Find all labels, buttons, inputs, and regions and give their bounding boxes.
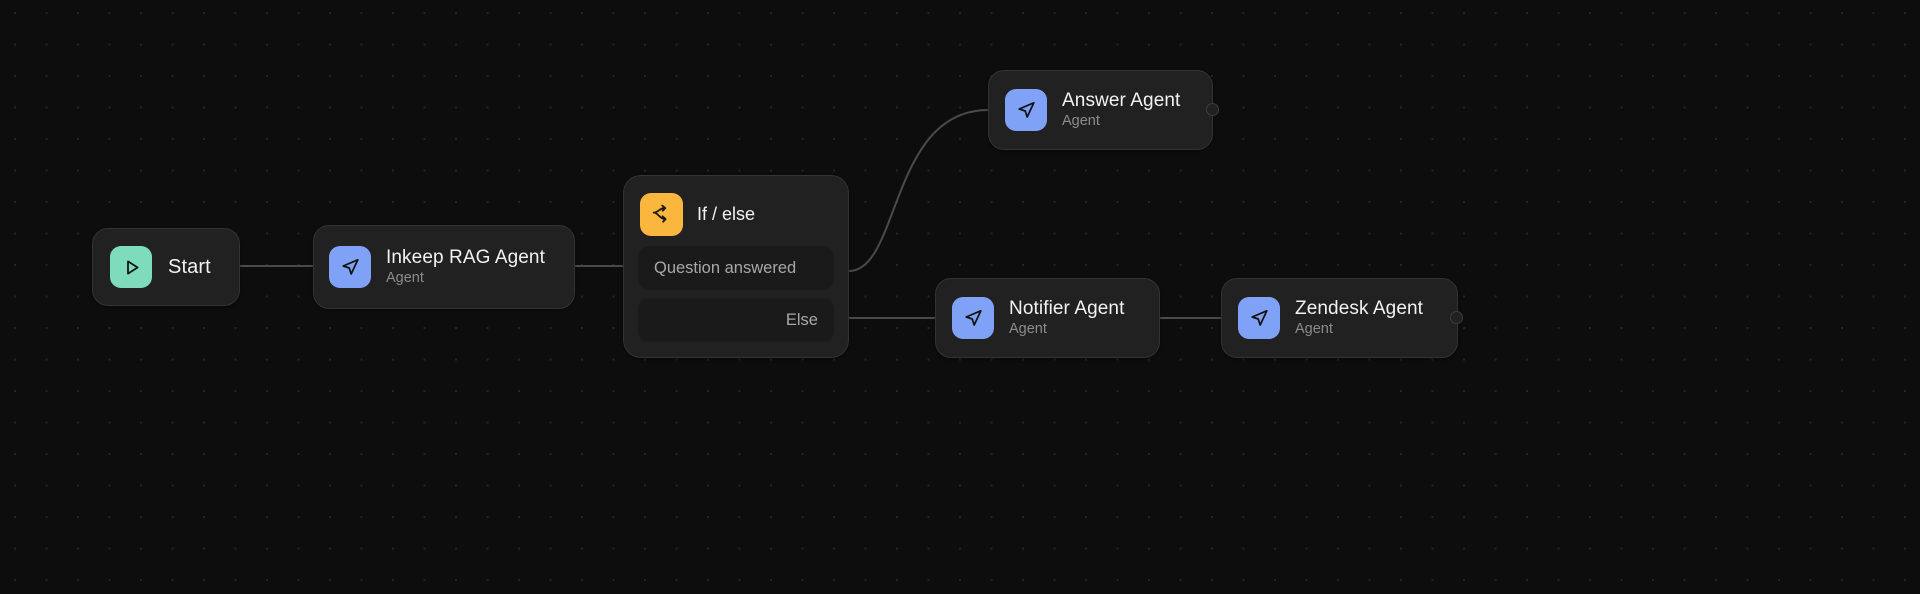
- node-notifier-text: Notifier Agent Agent: [1009, 297, 1124, 339]
- node-inkeep-subtitle: Agent: [386, 270, 424, 286]
- node-zendesk-title: Zendesk Agent: [1295, 298, 1424, 319]
- node-inkeep-rag-agent[interactable]: Inkeep RAG Agent Agent: [313, 225, 575, 309]
- node-answer-agent[interactable]: Answer Agent Agent: [988, 70, 1213, 150]
- node-zendesk-subtitle: Agent: [1295, 321, 1333, 337]
- node-inkeep-text: Inkeep RAG Agent Agent: [386, 246, 545, 288]
- node-start-text: Start: [168, 256, 211, 279]
- node-start-title: Start: [168, 255, 211, 278]
- agent-cursor-icon: [1238, 297, 1280, 339]
- agent-cursor-icon: [952, 297, 994, 339]
- node-inkeep-title: Inkeep RAG Agent: [386, 247, 545, 268]
- branch-question-answered[interactable]: Question answered: [638, 246, 834, 290]
- node-start[interactable]: Start: [92, 228, 240, 306]
- output-handle-zendesk-agent[interactable]: [1450, 311, 1463, 324]
- play-icon: [110, 246, 152, 288]
- node-notifier-subtitle: Agent: [1009, 321, 1047, 337]
- node-answer-title: Answer Agent: [1062, 90, 1181, 111]
- node-if-else[interactable]: If / else Question answered Else: [623, 175, 849, 358]
- if-else-title: If / else: [697, 204, 756, 224]
- branch-else-label: Else: [785, 310, 818, 329]
- if-else-branches: Question answered Else: [638, 246, 834, 342]
- node-zendesk-text: Zendesk Agent Agent: [1295, 297, 1423, 339]
- if-else-header: If / else: [638, 189, 834, 239]
- branch-split-icon: [640, 192, 683, 236]
- branch-question-answered-label: Question answered: [654, 258, 797, 277]
- agent-cursor-icon: [1005, 89, 1047, 131]
- branch-else[interactable]: Else: [638, 298, 834, 342]
- agent-cursor-icon: [329, 246, 371, 288]
- edge-ifelse-question-to-answer: [848, 109, 989, 272]
- node-notifier-agent[interactable]: Notifier Agent Agent: [935, 278, 1160, 358]
- node-zendesk-agent[interactable]: Zendesk Agent Agent: [1221, 278, 1458, 358]
- node-answer-subtitle: Agent: [1062, 113, 1100, 129]
- node-notifier-title: Notifier Agent: [1009, 298, 1125, 319]
- output-handle-answer-agent[interactable]: [1206, 103, 1219, 116]
- node-answer-text: Answer Agent Agent: [1062, 89, 1180, 131]
